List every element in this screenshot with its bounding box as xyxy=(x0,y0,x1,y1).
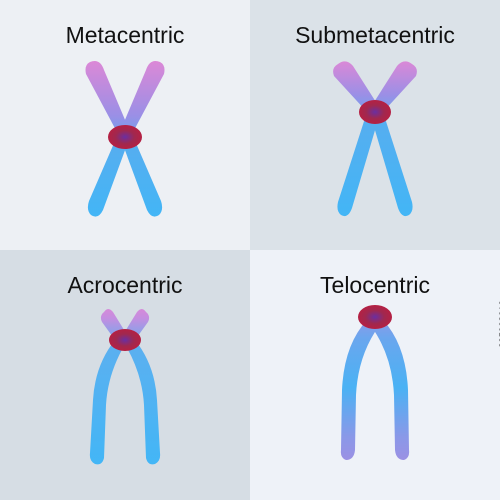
acrocentric-chromosome xyxy=(89,309,161,465)
panel-acrocentric: Acrocentric xyxy=(0,250,250,500)
centromere xyxy=(358,305,392,329)
chromatid-right xyxy=(369,61,417,217)
centromere xyxy=(108,125,142,149)
panel-title: Telocentric xyxy=(320,272,430,298)
submetacentric-chromosome xyxy=(333,61,417,217)
chromatid-right xyxy=(371,320,410,460)
centromere xyxy=(109,329,141,351)
centromere xyxy=(359,100,391,124)
telocentric-chromosome xyxy=(340,305,410,460)
chromatid-left xyxy=(333,61,381,217)
panel-title: Submetacentric xyxy=(295,22,455,48)
panel-telocentric: Telocentric xyxy=(250,250,500,500)
panel-submetacentric: Submetacentric xyxy=(250,0,500,250)
chromatid-left xyxy=(340,320,379,460)
panel-metacentric: Metacentric xyxy=(0,0,250,250)
panel-title: Metacentric xyxy=(65,22,185,48)
metacentric-chromosome xyxy=(85,61,165,217)
panel-title: Acrocentric xyxy=(67,272,183,298)
